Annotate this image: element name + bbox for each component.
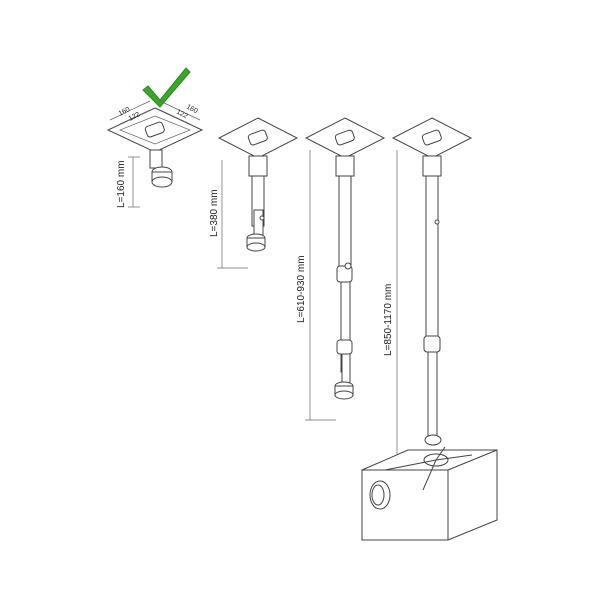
length-label: L=850-1170 mm xyxy=(383,284,394,356)
plate-dim-label: 160 xyxy=(185,104,199,116)
length-label: L=380 mm xyxy=(209,189,220,237)
mount-850-1170: L=850-1170 mm xyxy=(383,117,473,460)
length-label: L=160 mm xyxy=(116,160,127,208)
plate-dim-label: 122 xyxy=(175,109,189,121)
checkmark-icon xyxy=(142,67,191,108)
length-label: L=610-930 mm xyxy=(296,255,307,323)
projector xyxy=(361,446,498,541)
mount-380: L=380 mm xyxy=(209,117,299,269)
mount-160: 160 122 160 122 L=160 mm xyxy=(106,100,204,208)
mount-610-930: L=610-930 mm xyxy=(296,117,386,421)
plate-dim-label: 122 xyxy=(128,111,142,123)
plate-dim-label: 160 xyxy=(118,106,132,118)
